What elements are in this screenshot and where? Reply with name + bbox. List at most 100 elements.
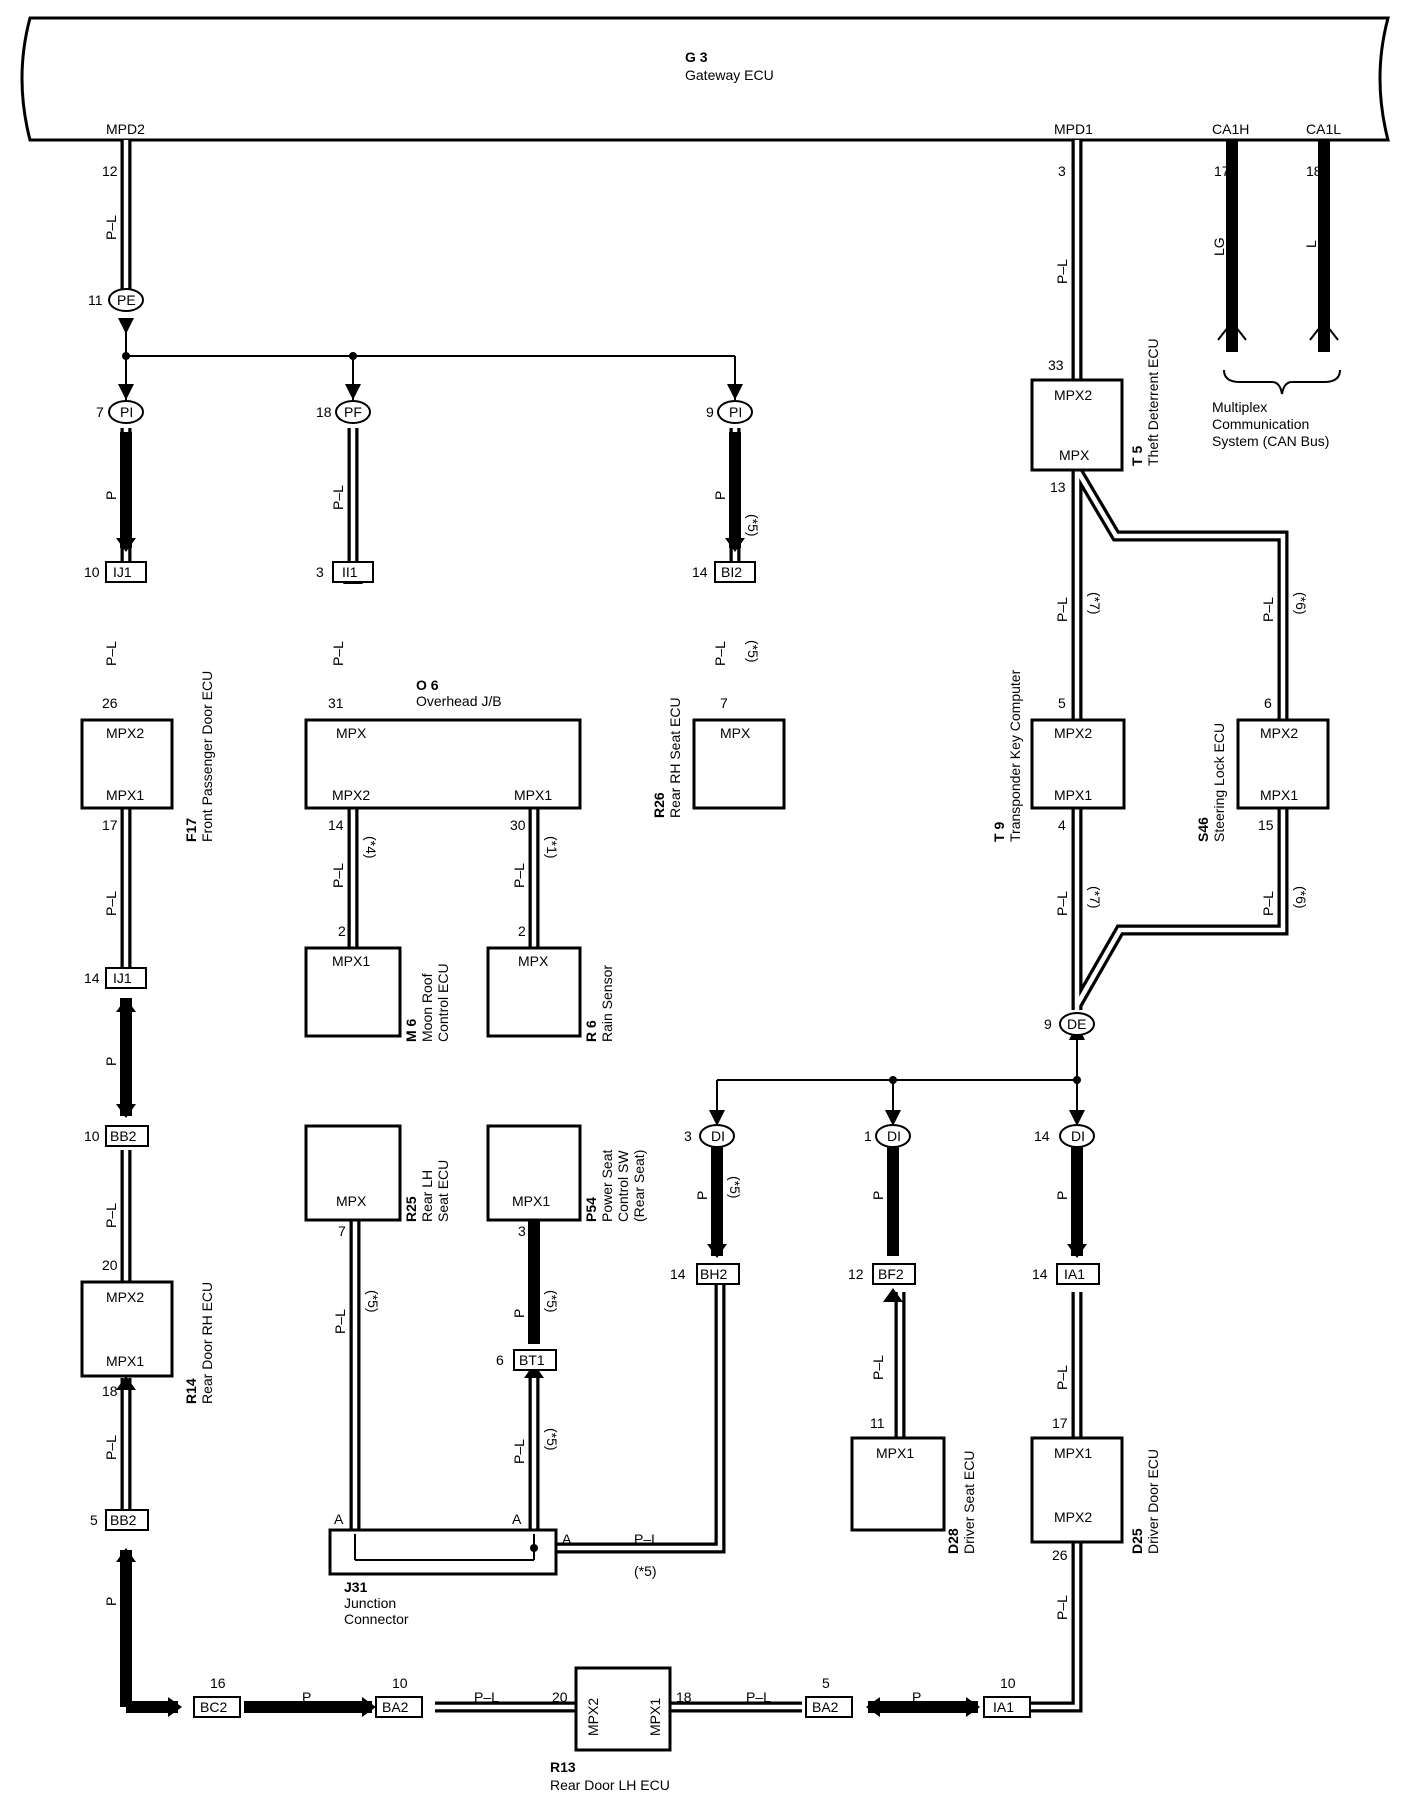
svg-text:7: 7 — [96, 404, 104, 420]
svg-text:P–L: P–L — [634, 1531, 659, 1547]
svg-text:15: 15 — [1258, 817, 1274, 833]
svg-text:M 6: M 6 — [403, 1018, 419, 1042]
rain-sensor: MPX R 6 Rain Sensor — [486, 946, 615, 1042]
rear-rh-seat-ecu: MPX R26 Rear RH Seat ECU — [651, 697, 786, 818]
svg-text:P: P — [103, 491, 119, 500]
svg-text:11: 11 — [88, 292, 103, 308]
conn-pf: PF — [344, 404, 362, 420]
svg-text:10: 10 — [84, 1128, 100, 1144]
junction-connector: A A A J31 Junction Connector — [328, 1511, 572, 1627]
svg-text:P–L: P–L — [330, 863, 346, 888]
svg-text:(*6): (*6) — [1293, 592, 1309, 615]
svg-text:P–L: P–L — [1260, 597, 1276, 622]
svg-text:P–L: P–L — [870, 1355, 886, 1380]
can-h-pin: 17 — [1214, 163, 1230, 179]
svg-text:F17: F17 — [183, 818, 199, 842]
svg-text:MPX1: MPX1 — [106, 1353, 144, 1369]
svg-text:12: 12 — [102, 163, 118, 179]
svg-text:(*1): (*1) — [544, 836, 560, 859]
gateway-pin-mpd2: MPD2 — [106, 121, 145, 137]
svg-text:R26: R26 — [651, 792, 667, 818]
svg-text:MPX1: MPX1 — [876, 1445, 914, 1461]
steering-lock-ecu: MPX2 MPX1 S46 Steering Lock ECU — [1195, 718, 1330, 842]
svg-text:MPX1: MPX1 — [512, 1193, 550, 1209]
svg-text:P–L: P–L — [330, 485, 346, 510]
svg-text:P–L: P–L — [1054, 1595, 1070, 1620]
svg-text:Control ECU: Control ECU — [435, 963, 451, 1042]
power-seat-control-sw: MPX1 P54 Power Seat Control SW (Rear Sea… — [486, 1124, 647, 1222]
gateway-name: Gateway ECU — [685, 67, 774, 83]
svg-text:(*5): (*5) — [745, 514, 761, 537]
rear-door-rh-ecu: MPX2 MPX1 R14 Rear Door RH ECU — [80, 1280, 215, 1404]
svg-text:Control SW: Control SW — [615, 1150, 631, 1222]
conn-di-1: DI — [711, 1128, 725, 1144]
svg-text:1: 1 — [864, 1128, 872, 1144]
svg-text:Overhead J/B: Overhead J/B — [416, 693, 502, 709]
svg-text:A: A — [562, 1531, 572, 1547]
svg-text:10: 10 — [392, 1675, 408, 1691]
svg-text:Rear LH: Rear LH — [419, 1170, 435, 1222]
svg-text:MPX1: MPX1 — [106, 787, 144, 803]
conn-ii1: II1 — [342, 564, 358, 580]
svg-text:P: P — [103, 1597, 119, 1606]
svg-text:(*7): (*7) — [1087, 592, 1103, 615]
svg-text:S46: S46 — [1195, 817, 1211, 842]
can-l-pin: 18 — [1306, 163, 1322, 179]
svg-text:P: P — [302, 1689, 311, 1705]
svg-text:P–L: P–L — [103, 641, 119, 666]
can-bus: 17 18 LG L Multiplex Communication Syste… — [1211, 140, 1341, 449]
svg-text:MPX1: MPX1 — [514, 787, 552, 803]
svg-text:9: 9 — [706, 404, 714, 420]
wire-cores — [123, 140, 1286, 1710]
svg-text:Moon Roof: Moon Roof — [419, 973, 435, 1042]
conn-di-3: DI — [1071, 1128, 1085, 1144]
svg-text:MPX1: MPX1 — [332, 953, 370, 969]
svg-text:Driver Door ECU: Driver Door ECU — [1145, 1449, 1161, 1554]
svg-text:P–L: P–L — [746, 1689, 771, 1705]
conn-ia1-1: IA1 — [1064, 1266, 1085, 1282]
svg-text:(*5): (*5) — [365, 1290, 381, 1313]
gateway-id: G 3 — [685, 49, 708, 65]
svg-text:P–L: P–L — [474, 1689, 499, 1705]
svg-text:A: A — [512, 1511, 522, 1527]
svg-text:26: 26 — [102, 695, 118, 711]
svg-text:14: 14 — [1034, 1128, 1050, 1144]
svg-text:MPX1: MPX1 — [647, 1698, 663, 1736]
svg-text:16: 16 — [210, 1675, 226, 1691]
svg-text:3: 3 — [518, 1223, 526, 1239]
svg-text:R13: R13 — [550, 1759, 576, 1775]
svg-text:7: 7 — [720, 695, 728, 711]
svg-text:MPX2: MPX2 — [585, 1698, 601, 1736]
svg-text:P: P — [694, 1191, 710, 1200]
conn-bh2: BH2 — [700, 1266, 727, 1282]
svg-text:(*4): (*4) — [363, 836, 379, 859]
conn-pi-1: PI — [120, 404, 133, 420]
svg-text:18: 18 — [316, 404, 332, 420]
svg-text:P–L: P–L — [1054, 597, 1070, 622]
svg-text:6: 6 — [1264, 695, 1272, 711]
svg-text:R 6: R 6 — [583, 1020, 599, 1042]
svg-text:Junction: Junction — [344, 1595, 396, 1611]
svg-text:P54: P54 — [583, 1197, 599, 1222]
svg-text:P–L: P–L — [103, 891, 119, 916]
svg-text:(*5): (*5) — [544, 1290, 560, 1313]
svg-text:5: 5 — [822, 1675, 830, 1691]
svg-text:10: 10 — [84, 564, 100, 580]
svg-text:P–L: P–L — [103, 215, 119, 240]
svg-text:P–L: P–L — [103, 1203, 119, 1228]
can-h-color: LG — [1211, 237, 1227, 256]
svg-text:Seat ECU: Seat ECU — [435, 1160, 451, 1222]
gateway-pin-ca1l: CA1L — [1306, 121, 1341, 137]
rect-connectors: IJ1 II1 BI2 IJ1 BB2 BB2 BH2 BF2 IA1 BT1 … — [105, 561, 1100, 1718]
svg-text:6: 6 — [496, 1352, 504, 1368]
can-h-arrow — [1217, 320, 1247, 341]
svg-text:P–L: P–L — [1054, 891, 1070, 916]
svg-text:MPX1: MPX1 — [1054, 1445, 1092, 1461]
svg-text:P: P — [103, 1057, 119, 1066]
svg-text:(*5): (*5) — [745, 640, 761, 663]
svg-text:MPX1: MPX1 — [1260, 787, 1298, 803]
pin-numbers: 12 11 7 18 9 10 3 14 26 31 7 17 14 30 2 … — [84, 163, 1274, 1705]
svg-text:Power Seat: Power Seat — [599, 1150, 615, 1222]
svg-text:(*5): (*5) — [544, 1428, 560, 1451]
svg-text:2: 2 — [338, 923, 346, 939]
